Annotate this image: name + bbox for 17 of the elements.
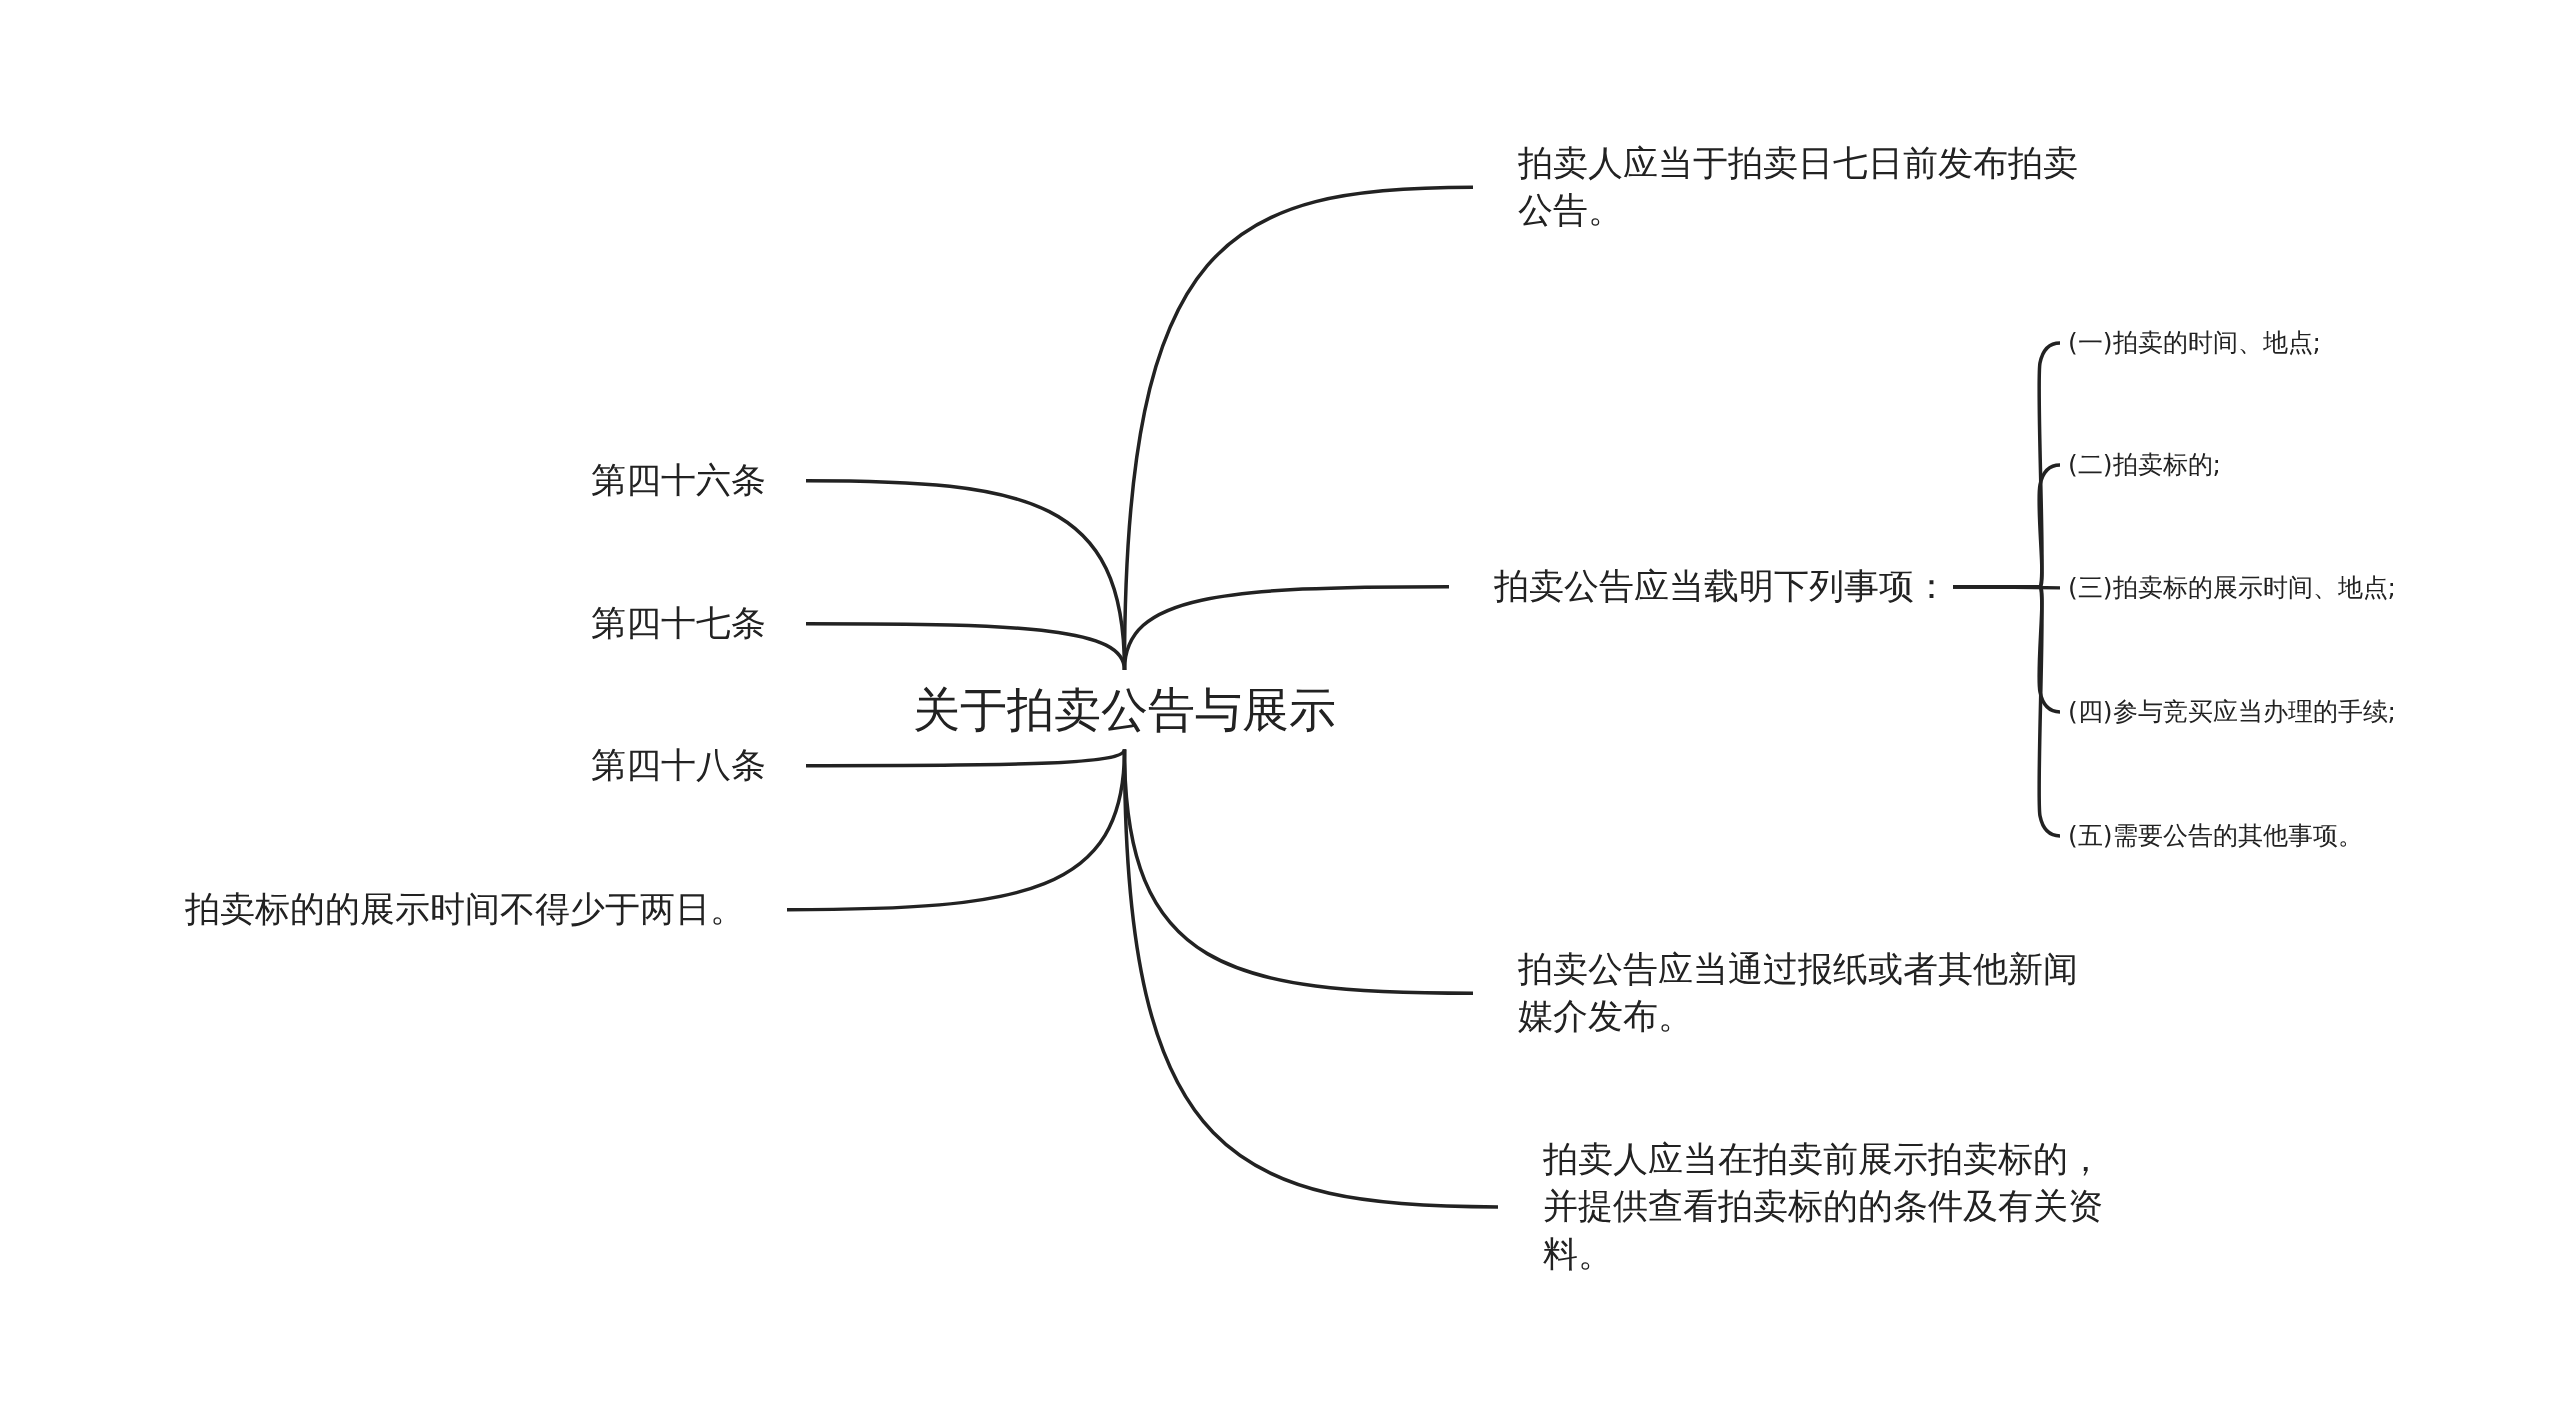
branch-text: 拍卖人应当于拍卖日七日前发布拍卖公告。 [1518,140,2080,235]
branch-text: 拍卖标的的展示时间不得少于两日。 [185,886,747,934]
sub-item-text: (二)拍卖标的; [2068,448,2221,482]
central-topic: 关于拍卖公告与展示 [913,678,1336,742]
branch-text: 拍卖人应当在拍卖前展示拍卖标的，并提供查看拍卖标的的条件及有关资料。 [1543,1136,2105,1278]
branch-text: 拍卖公告应当载明下列事项： [1494,563,1949,611]
sub-item-text: (一)拍卖的时间、地点; [2068,326,2321,360]
branch-text: 第四十七条 [591,600,766,648]
sub-item-text: (四)参与竞买应当办理的手续; [2068,695,2396,729]
sub-item-text: (三)拍卖标的展示时间、地点; [2068,571,2396,605]
branch-text: 第四十八条 [591,742,766,790]
connector-line [806,748,1126,768]
connector-line [806,621,1127,671]
sub-item-text: (五)需要公告的其他事项。 [2068,819,2363,853]
branch-text: 第四十六条 [591,457,766,505]
branch-text: 拍卖公告应当通过报纸或者其他新闻媒介发布。 [1518,946,2080,1041]
connector-line [787,749,1127,912]
